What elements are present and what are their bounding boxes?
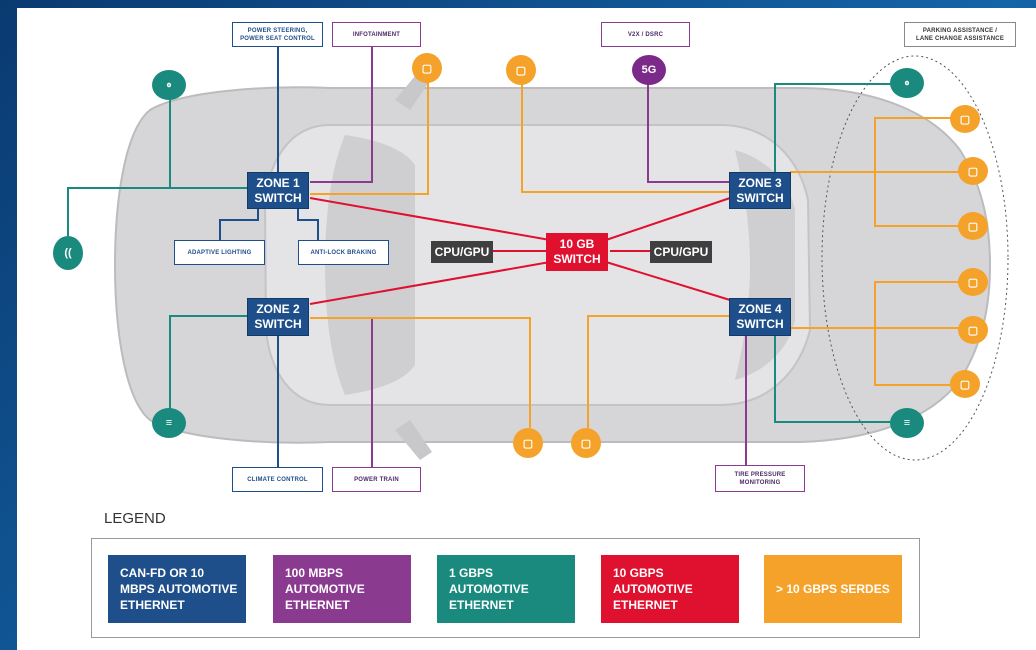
gbps1-lines	[67, 83, 900, 423]
line-zone1-adaptive-lighting	[219, 208, 259, 240]
camera-icon: ▢	[950, 105, 980, 133]
legend-item-serdes: > 10 GBPS SERDES	[764, 555, 902, 623]
line-core-zone1	[309, 197, 551, 241]
label-anti-lock-braking: ANTI-LOCK BRAKING	[298, 240, 389, 265]
wifi-icon: ⚬	[890, 68, 924, 98]
line-zone2-sensor	[169, 315, 248, 410]
line-zone3-v2x	[647, 82, 730, 183]
core-10gb-switch: 10 GB SWITCH	[546, 233, 608, 271]
label-power-train: POWER TRAIN	[332, 467, 421, 492]
parking-assist-zone	[821, 55, 1009, 461]
label-climate-control: CLIMATE CONTROL	[232, 467, 323, 492]
zone1-switch: ZONE 1 SWITCH	[247, 172, 309, 209]
legend-title: LEGEND	[104, 510, 166, 527]
camera-icon: ▢	[950, 370, 980, 398]
5g-icon: 5G	[632, 55, 666, 85]
camera-icon: ▢	[571, 428, 601, 458]
line-zone1-infotainment	[310, 47, 373, 183]
line-zone1-camera	[310, 78, 429, 195]
zone4-switch: ZONE 4 SWITCH	[729, 298, 791, 336]
label-tire-pressure: TIRE PRESSURE MONITORING	[715, 465, 805, 492]
zone2-switch: ZONE 2 SWITCH	[247, 298, 309, 336]
cpu-gpu-left: CPU/GPU	[431, 241, 493, 263]
camera-icon: ▢	[513, 428, 543, 458]
right-mirror	[395, 420, 432, 460]
sensor-icon: ≡	[152, 408, 186, 438]
label-adaptive-lighting: ADAPTIVE LIGHTING	[174, 240, 265, 265]
camera-icon: ▢	[412, 53, 442, 83]
antenna-icon: ((	[53, 236, 83, 270]
can-lines	[219, 47, 319, 467]
legend-item-1gbps: 1 GBPS AUTOMOTIVE ETHERNET	[437, 555, 575, 623]
label-infotainment: INFOTAINMENT	[332, 22, 421, 47]
line-zone4-camera-bottom	[587, 315, 730, 428]
zone3-switch: ZONE 3 SWITCH	[729, 172, 791, 209]
legend-item-can: CAN-FD OR 10 MBPS AUTOMOTIVE ETHERNET	[108, 555, 246, 623]
camera-icon: ▢	[506, 55, 536, 85]
camera-icon: ▢	[958, 157, 988, 185]
legend-item-100mbps: 100 MBPS AUTOMOTIVE ETHERNET	[273, 555, 411, 623]
camera-icon: ▢	[958, 268, 988, 296]
wifi-icon: ⚬	[152, 70, 186, 100]
cpu-gpu-right: CPU/GPU	[650, 241, 712, 263]
label-parking-assistance: PARKING ASSISTANCE / LANE CHANGE ASSISTA…	[904, 22, 1016, 47]
line-core-zone3	[605, 197, 731, 241]
line-core-zone2	[309, 261, 551, 305]
label-v2x: V2X / DSRC	[601, 22, 690, 47]
sensor-icon: ≡	[890, 408, 924, 438]
line-zone4-sensor	[774, 336, 900, 423]
rear-window	[325, 135, 415, 395]
legend-item-10gbps: 10 GBPS AUTOMOTIVE ETHERNET	[601, 555, 739, 623]
line-zone2-camera	[310, 317, 531, 428]
camera-icon: ▢	[958, 316, 988, 344]
line-zone3-camera-top	[521, 80, 730, 193]
line-zone1-left-antenna	[67, 187, 248, 236]
label-power-steering: POWER STEERING, POWER SEAT CONTROL	[232, 22, 323, 47]
line-zone1-anti-lock	[297, 208, 319, 240]
line-zone4-cameras	[790, 281, 960, 386]
line-zone3-cameras	[790, 117, 960, 227]
legend-frame	[91, 538, 920, 638]
gbps10-lines	[309, 197, 731, 305]
line-core-zone4	[605, 261, 731, 301]
serdes-lines	[310, 78, 960, 428]
camera-icon: ▢	[958, 212, 988, 240]
line-zone3-wifi	[774, 83, 900, 172]
